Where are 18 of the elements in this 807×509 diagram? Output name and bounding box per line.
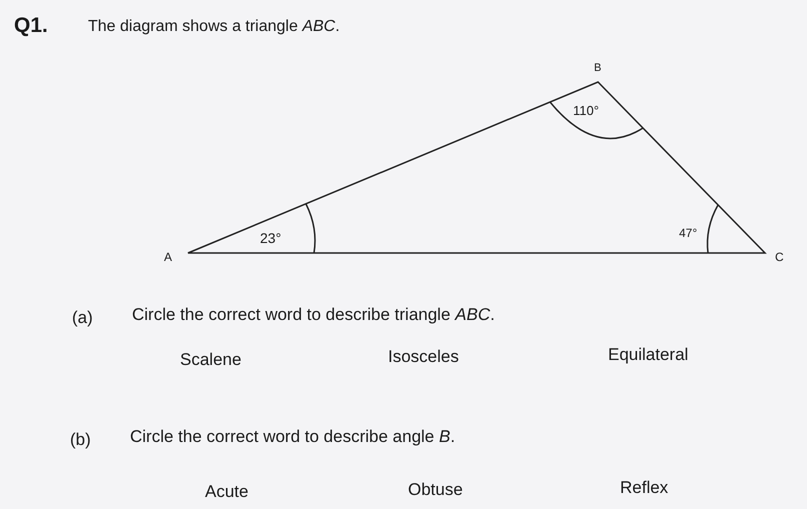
question-number: Q1.: [14, 14, 48, 38]
answer-option: Scalene: [180, 350, 242, 370]
angle-label: 47°: [679, 226, 698, 240]
question-text: The diagram shows a triangle ABC.: [88, 18, 340, 36]
question-text: Circle the correct word to describe angle B.: [130, 427, 456, 447]
question-text: Circle the correct word to describe triangle ABC.: [132, 305, 495, 325]
vertex-label: C: [775, 250, 784, 264]
answer-option: Reflex: [620, 478, 668, 498]
vertex-label: B: [594, 62, 602, 74]
part-label: (a): [72, 308, 93, 328]
answer-option: Acute: [205, 482, 248, 502]
answer-option: Obtuse: [408, 480, 463, 500]
part-label: (b): [70, 430, 91, 450]
angle-label: 110°: [573, 103, 599, 118]
angle-label: 23°: [260, 230, 282, 246]
answer-option: Isosceles: [388, 347, 459, 367]
answer-option: Equilateral: [608, 345, 688, 365]
vertex-label: A: [164, 250, 172, 264]
